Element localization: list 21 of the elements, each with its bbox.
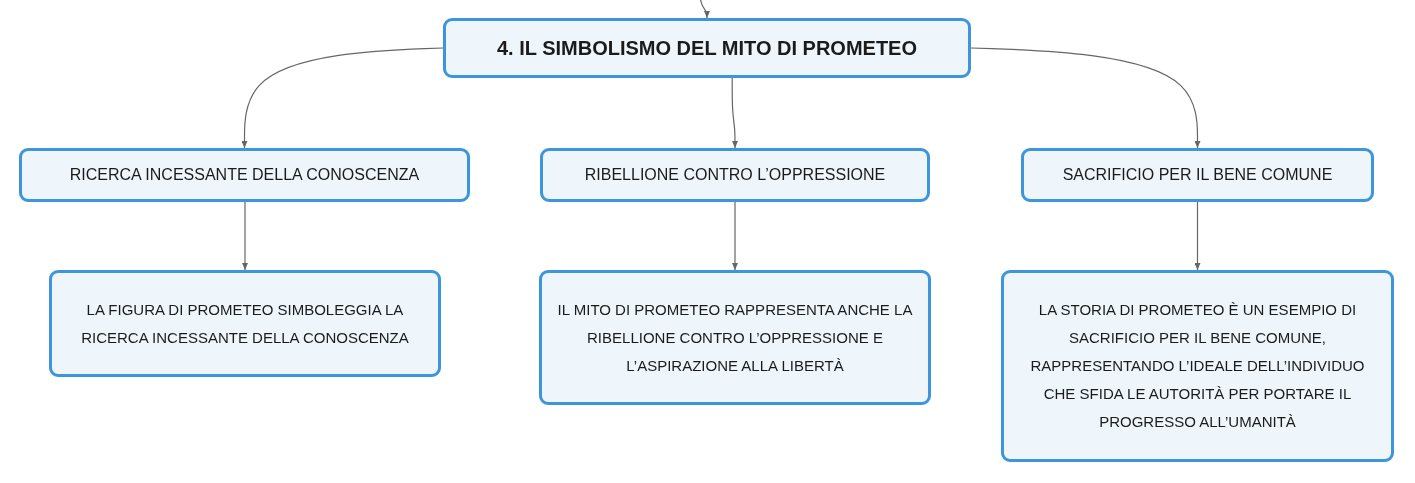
topic-box [443,18,971,78]
subtopic-box [19,148,470,202]
description-text: IL MITO DI PROMETEO RAPPRESENTA ANCHE LA RIBELLIONE CONTRO L’OPPRESSIONE E L’ASPIRAZIONE ALLA LIBERTÀ [556,299,914,376]
subtopic-label: RICERCA INCESSANTE DELLA CONOSCENZA [69,165,420,185]
description-text: LA STORIA DI PROMETEO È UN ESEMPIO DI SACRIFICIO PER IL BENE COMUNE, RAPPRESENTANDO L’IDEALE DELL’INDIVIDUO CHE SFIDA LE AUTORITÀ PER PORTARE IL PROGRESSO ALL’UMANITÀ [1029,300,1366,432]
connector-arrow [731,77,738,149]
description-box [539,270,931,405]
description-box [1001,270,1394,462]
subtopic-box [540,148,930,202]
connector-arrow [242,201,248,271]
subtopic-box [1021,148,1374,202]
description-text: LA FIGURA DI PROMETEO SIMBOLEGGIA LA RICERCA INCESSANTE DELLA CONOSCENZA [80,299,410,348]
connector-arrow [1194,201,1201,271]
connector-arrow [970,47,1201,149]
connector-arrow [732,201,738,271]
connector-arrow [241,47,444,149]
connector-arrow [699,0,710,19]
topic-title: 4. IL SIMBOLISMO DEL MITO DI PROMETEO [496,36,917,61]
description-box [49,270,441,377]
subtopic-label: SACRIFICIO PER IL BENE COMUNE [1062,165,1333,185]
subtopic-label: RIBELLIONE CONTRO L’OPPRESSIONE [584,165,886,185]
